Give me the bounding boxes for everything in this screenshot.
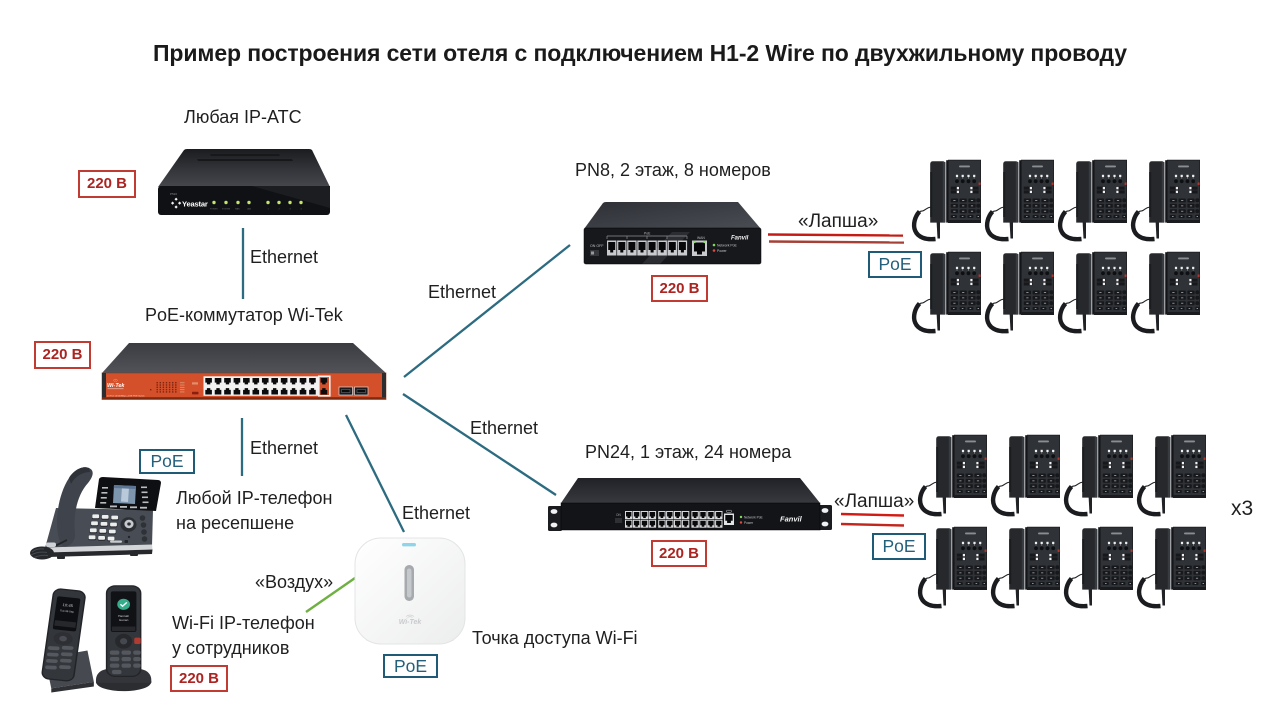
- svg-text:Network PoE: Network PoE: [717, 244, 738, 248]
- svg-text:ON OFF: ON OFF: [590, 244, 604, 248]
- svg-text:Power: Power: [744, 521, 754, 525]
- svg-text:2: 2: [279, 209, 281, 211]
- svg-text:Yeastar: Yeastar: [182, 200, 208, 209]
- svg-text:Network PoE: Network PoE: [744, 516, 763, 520]
- svg-text:3: 3: [290, 209, 292, 211]
- svg-text:P520: P520: [170, 192, 177, 196]
- svg-text:WAN: WAN: [697, 236, 705, 240]
- svg-text:Power: Power: [717, 249, 727, 253]
- svg-text:4: 4: [301, 209, 303, 211]
- svg-text:Tue 05 Sep: Tue 05 Sep: [60, 609, 75, 614]
- svg-text:SYSTEM: SYSTEM: [222, 209, 231, 211]
- svg-text:24 Port 10/100Mbps+2GE POE Swi: 24 Port 10/100Mbps+2GE POE Switch: [107, 395, 145, 398]
- svg-text:Gunan: Gunan: [119, 618, 129, 622]
- svg-text:POWER: POWER: [210, 209, 218, 211]
- svg-text:Fanvil: Fanvil: [731, 236, 749, 242]
- svg-text:Wi-Tek: Wi-Tek: [107, 383, 125, 389]
- svg-text:1: 1: [268, 209, 270, 211]
- svg-text:WAN: WAN: [235, 208, 240, 211]
- svg-text:Hannah: Hannah: [118, 614, 129, 618]
- svg-text:LAN: LAN: [247, 208, 251, 211]
- svg-text:Fanvil: Fanvil: [780, 515, 803, 524]
- svg-text:PoE: PoE: [644, 232, 651, 236]
- svg-text:ON: ON: [616, 513, 621, 517]
- svg-text:Wi-Tek: Wi-Tek: [399, 619, 423, 626]
- svg-text:10:45: 10:45: [62, 602, 74, 608]
